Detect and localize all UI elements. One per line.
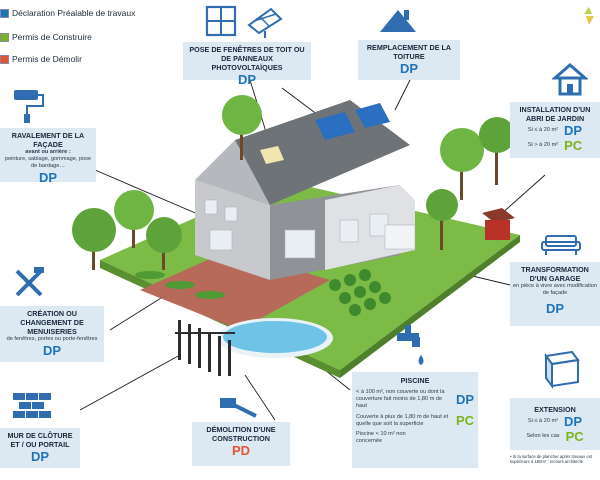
legend-item-pc: Permis de Construire (0, 32, 92, 43)
card-detail: de fenêtres, portes ou porte-fenêtres (6, 336, 98, 342)
permit-code-dp: DP (30, 449, 50, 464)
paint-roller-icon (14, 90, 44, 123)
legend-label: Déclaration Préalable de travaux (12, 8, 136, 18)
card-condition: Selon les cas (526, 433, 560, 439)
permit-code-dp: DP (564, 414, 583, 429)
card-demolition: DÉMOLITION D'UNE CONSTRUCTION PD (192, 422, 290, 466)
card-extension: EXTENSION Si ≤ à 20 m² DP Selon les cas … (510, 398, 600, 450)
permit-code-pc: PC (564, 138, 583, 153)
permit-code-dp: DP (545, 301, 565, 316)
legend-item-pd: Permis de Démolir (0, 54, 82, 65)
card-condition: Si > à 20 m² (527, 142, 559, 148)
extension-footnote: • Si la surface de plancher après travau… (510, 454, 593, 464)
card-roof-windows-solar: POSE DE FENÊTRES DE TOIT OU DE PANNEAUX … (183, 42, 311, 87)
card-title: EXTENSION (534, 405, 576, 414)
card-note: Piscine < 10 m² non concernée (356, 431, 406, 444)
card-title: TRANSFORMATION D'UN GARAGE (521, 265, 589, 283)
permit-code-pd: PD (231, 443, 251, 458)
card-condition: < à 100 m², non couverte ou dont la couv… (356, 389, 445, 409)
brand-logo-icon (584, 7, 594, 25)
permit-code-dp: DP (42, 343, 62, 358)
card-title: DÉMOLITION D'UNE CONSTRUCTION (206, 425, 276, 443)
card-facade: RAVALEMENT DE LA FAÇADE avant ou arrière… (0, 128, 96, 185)
card-title: CRÉATION OU CHANGEMENT DE MENUISERIES (20, 309, 84, 336)
vegetable-garden (329, 269, 391, 316)
roof-icon (380, 10, 416, 32)
permit-code-dp: DP (564, 123, 583, 138)
card-title: REMPLACEMENT DE LA TOITURE (366, 43, 452, 61)
card-title: INSTALLATION D'UN ABRI DE JARDIN (519, 105, 591, 123)
garage-door (384, 224, 416, 250)
card-condition: Si ≤ à 20 m² (527, 418, 559, 424)
legend-swatch-pc (0, 33, 9, 43)
solar-panel-icon (247, 7, 283, 38)
window-icon (205, 5, 237, 37)
brick-wall-icon (13, 393, 51, 418)
garden-shed (482, 208, 515, 240)
permit-code-pc: PC (455, 413, 474, 428)
card-title: RAVALEMENT DE LA FAÇADE (11, 131, 85, 149)
hammer-icon (220, 398, 257, 418)
card-detail: peinture, sablage, gommage, pose de bard… (4, 156, 92, 169)
legend-label: Permis de Démolir (12, 54, 82, 64)
card-garage: TRANSFORMATION D'UN GARAGE en pièce à vi… (510, 262, 600, 326)
permit-code-dp: DP (399, 61, 419, 76)
card-garden-shed: INSTALLATION D'UN ABRI DE JARDIN Si ≤ à … (510, 102, 600, 158)
card-title: PISCINE (400, 376, 430, 385)
water-tap-icon (397, 325, 424, 365)
card-condition: Couverte à plus de 1,80 m de haut et que… (356, 413, 449, 427)
card-condition: Si ≤ à 20 m² (527, 127, 559, 133)
tools-icon (15, 267, 44, 297)
house-left-gable (195, 140, 270, 205)
roof-window (260, 146, 284, 164)
legend-swatch-pd (0, 55, 9, 65)
permit-code-dp: DP (455, 392, 474, 407)
house-illustration (72, 95, 520, 378)
card-title: POSE DE FENÊTRES DE TOIT OU DE PANNEAUX … (189, 45, 305, 72)
legend-item-dp: Déclaration Préalable de travaux (0, 8, 136, 19)
fence (175, 320, 235, 376)
card-fence-gate: MUR DE CLÔTURE ET / OU PORTAIL DP (0, 428, 80, 468)
legend: Déclaration Préalable de travaux Permis … (0, 8, 170, 68)
card-roof-replacement: REMPLACEMENT DE LA TOITURE DP (358, 40, 460, 80)
card-title: MUR DE CLÔTURE ET / OU PORTAIL (7, 431, 73, 449)
solar-panels (315, 103, 390, 140)
trees (72, 95, 515, 270)
legend-label: Permis de Construire (12, 32, 92, 42)
card-pool: PISCINE < à 100 m², non couverte ou dont… (352, 372, 478, 468)
card-subtitle: avant ou arrière : (25, 149, 71, 155)
sofa-icon (541, 235, 581, 255)
card-detail: en pièce à vivre avec modification de fa… (513, 283, 597, 296)
permit-code-dp: DP (38, 170, 58, 185)
card-joinery: CRÉATION OU CHANGEMENT DE MENUISERIES de… (0, 306, 104, 362)
permit-code-pc: PC (565, 429, 584, 444)
extension-cube-icon (544, 350, 580, 389)
permit-code-dp: DP (237, 72, 257, 87)
legend-swatch-dp (0, 9, 9, 19)
house-icon (552, 63, 588, 96)
